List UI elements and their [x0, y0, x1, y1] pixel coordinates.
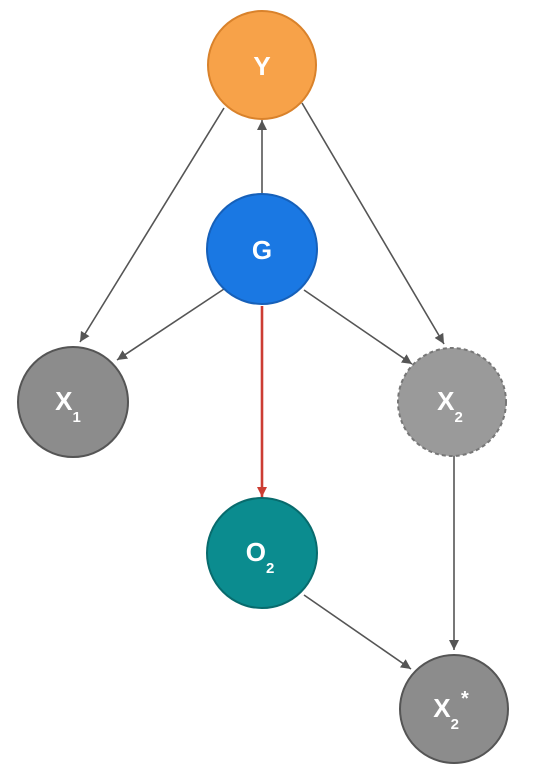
edge-o2-to-x2star: [303, 594, 412, 670]
node-x2star: X2*: [399, 654, 509, 764]
node-y-label: Y: [253, 51, 270, 81]
node-x2star-subscript: 2: [451, 716, 459, 733]
node-x2star-label: X: [433, 693, 451, 723]
node-x2-label: X: [437, 386, 455, 416]
node-x1-circle: [17, 346, 129, 458]
node-y-circle: [207, 10, 317, 120]
svg-text:G: G: [252, 235, 272, 265]
node-x2star-superscript: *: [461, 688, 469, 710]
svg-text:X2: X2: [437, 386, 463, 426]
node-o2: O2: [206, 497, 318, 609]
node-x1-subscript: 1: [73, 409, 81, 426]
node-x2-circle: [397, 347, 507, 457]
node-g: G: [206, 193, 318, 305]
edge-y-to-x1: [79, 107, 225, 343]
edge-g-to-x2: [303, 289, 413, 365]
node-x1: X1: [17, 346, 129, 458]
node-x2: X2: [397, 347, 507, 457]
svg-text:X1: X1: [55, 386, 81, 426]
edges: [79, 102, 459, 670]
node-g-circle: [206, 193, 318, 305]
edge-y-to-x2: [301, 102, 445, 345]
node-x1-label: X: [55, 386, 73, 416]
svg-text:X2*: X2*: [433, 688, 469, 733]
svg-text:Y: Y: [253, 51, 270, 81]
node-o2-circle: [206, 497, 318, 609]
svg-text:O2: O2: [246, 537, 275, 577]
node-o2-label: O: [246, 537, 266, 567]
node-o2-subscript: 2: [266, 560, 274, 577]
node-x2star-circle: [399, 654, 509, 764]
node-g-label: G: [252, 235, 272, 265]
edge-g-to-x1: [116, 288, 225, 361]
node-y: Y: [207, 10, 317, 120]
node-x2-subscript: 2: [455, 409, 463, 426]
